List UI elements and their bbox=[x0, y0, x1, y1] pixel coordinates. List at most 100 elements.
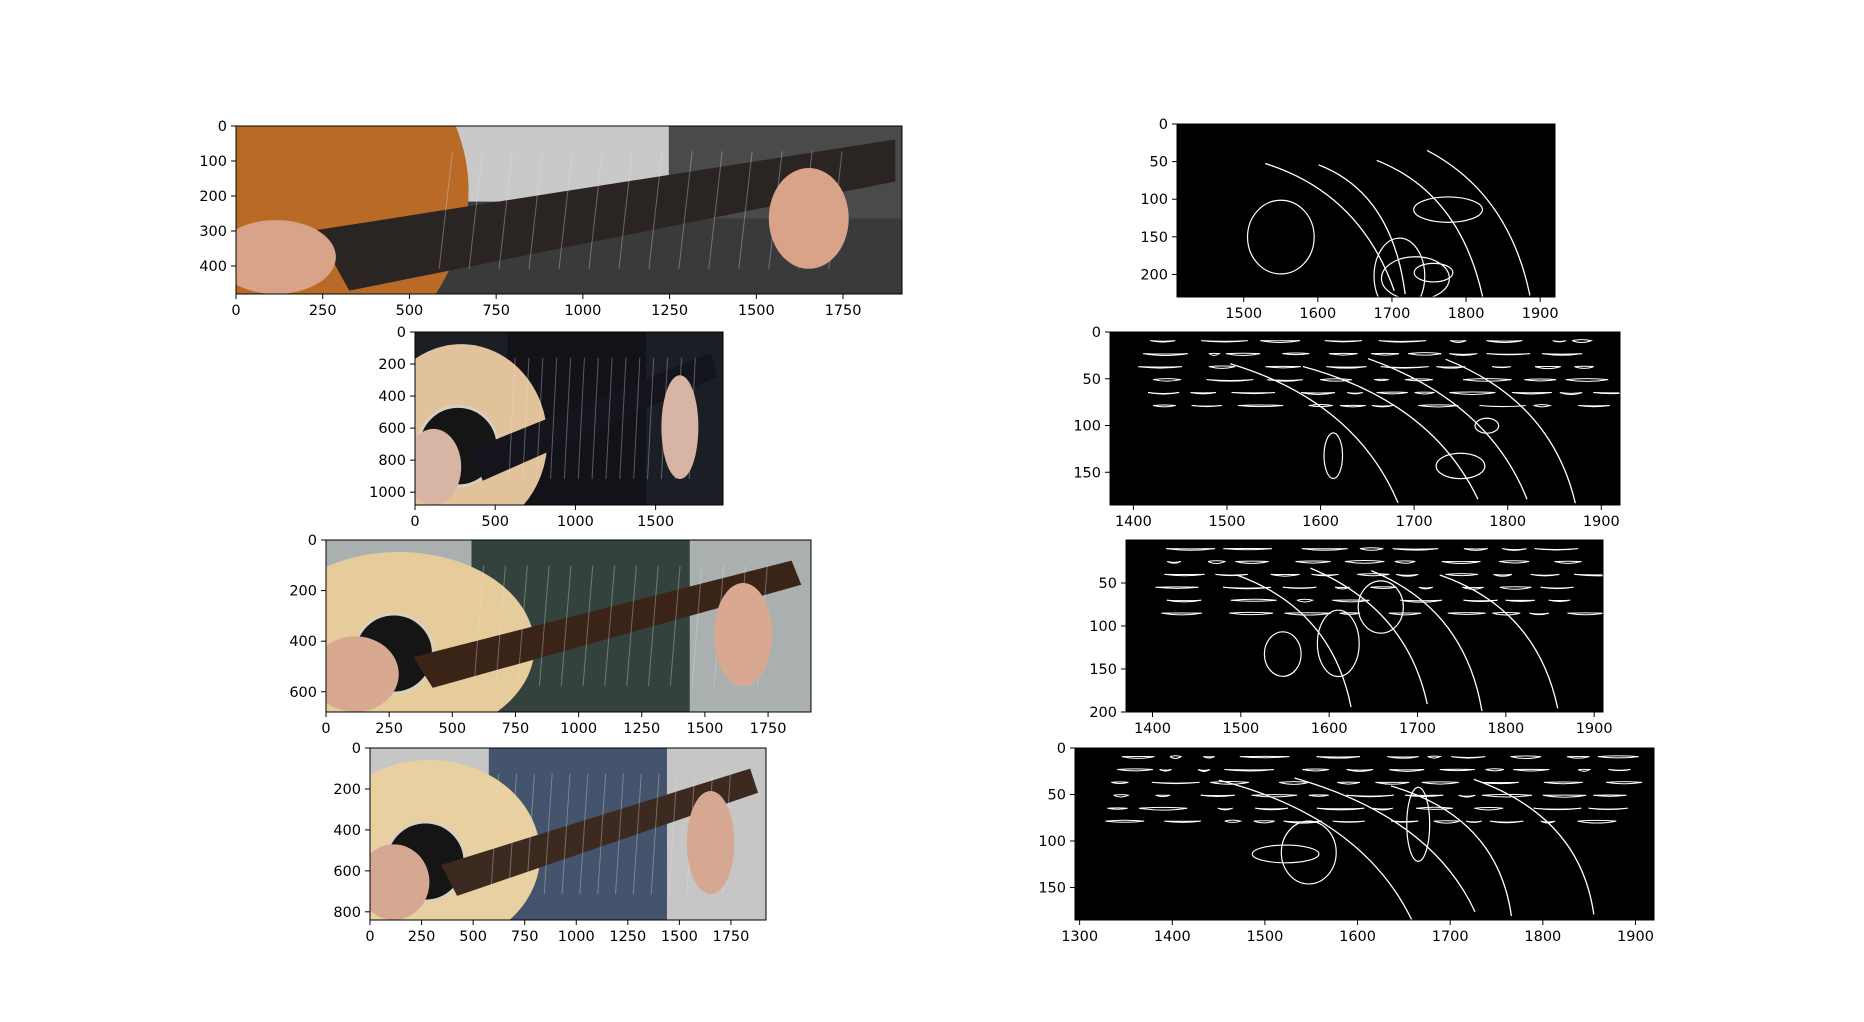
edge-fragment bbox=[1147, 392, 1180, 395]
y-tick-label: 50 bbox=[1083, 372, 1101, 388]
fret-line bbox=[473, 565, 485, 687]
edge-fragment bbox=[1449, 353, 1478, 356]
y-tick-label: 100 bbox=[199, 154, 227, 170]
edge-fragment bbox=[1400, 599, 1442, 603]
fret-line bbox=[708, 151, 723, 269]
edge-fragment bbox=[1155, 586, 1199, 589]
x-tick-label: 1900 bbox=[1617, 929, 1654, 945]
x-tick-label: 750 bbox=[502, 721, 530, 737]
edge-fragment bbox=[1150, 340, 1176, 343]
edge-blob bbox=[1280, 820, 1337, 885]
x-tick-label: 0 bbox=[410, 514, 419, 530]
edge-fragment bbox=[1489, 820, 1524, 824]
edge-fragment bbox=[1142, 353, 1188, 357]
edge-contour bbox=[1426, 149, 1531, 296]
edge-contour bbox=[1218, 779, 1413, 920]
edge-fragment bbox=[1202, 756, 1215, 759]
edge-fragment bbox=[1370, 586, 1397, 589]
edge-fragment bbox=[1346, 392, 1363, 395]
edge-blob bbox=[1413, 196, 1484, 223]
edge-fragment bbox=[1208, 352, 1221, 356]
fretting-hand bbox=[768, 168, 849, 269]
edge-fragment bbox=[1481, 793, 1533, 798]
edge-fragment bbox=[1151, 781, 1200, 785]
edge-fragment bbox=[1543, 781, 1583, 785]
edge-fragment bbox=[1389, 769, 1425, 772]
edge-fragment bbox=[1282, 352, 1310, 356]
fret-line bbox=[490, 773, 500, 895]
x-tick-label: 250 bbox=[408, 929, 436, 945]
image-edges-3 bbox=[1126, 540, 1603, 712]
edge-fragment bbox=[1159, 769, 1172, 772]
edge-fragment bbox=[1567, 612, 1603, 616]
edge-fragment bbox=[1316, 807, 1365, 811]
picking-hand bbox=[370, 844, 430, 920]
edge-fragment bbox=[1282, 586, 1317, 589]
edge-fragment bbox=[1391, 820, 1419, 823]
edge-fragment bbox=[1511, 392, 1552, 395]
y-tick-label: 1000 bbox=[369, 485, 406, 501]
x-tick-label: 500 bbox=[438, 721, 466, 737]
fret-line bbox=[648, 151, 663, 269]
picking-hand bbox=[236, 220, 336, 294]
edge-contour bbox=[1439, 574, 1559, 709]
edge-fragment bbox=[1593, 794, 1627, 797]
edge-blob bbox=[1316, 609, 1360, 678]
fret-line bbox=[615, 773, 624, 895]
x-tick-label: 1000 bbox=[564, 303, 601, 319]
y-tick-label: 150 bbox=[1073, 465, 1101, 481]
y-tick-label: 600 bbox=[333, 864, 361, 880]
fret-line bbox=[543, 773, 553, 895]
fret-line bbox=[561, 773, 571, 895]
edge-fragment bbox=[1117, 768, 1154, 772]
edge-fragment bbox=[1113, 794, 1130, 798]
edge-fragment bbox=[1374, 378, 1389, 382]
edge-fragment bbox=[1311, 573, 1339, 577]
edge-fragment bbox=[1200, 794, 1235, 797]
y-tick-label: 600 bbox=[289, 685, 317, 701]
y-tick-label: 0 bbox=[308, 533, 317, 549]
edge-fragment bbox=[1436, 366, 1466, 369]
fret-line bbox=[517, 565, 528, 687]
edge-fragment bbox=[1577, 768, 1592, 772]
x-tick-label: 1000 bbox=[560, 721, 597, 737]
fret-line bbox=[633, 357, 641, 480]
edge-fragment bbox=[1404, 378, 1433, 382]
edge-fragment bbox=[1447, 612, 1486, 615]
edge-fragment bbox=[1566, 756, 1590, 759]
edge-fragment bbox=[1224, 769, 1274, 772]
edge-fragment bbox=[1105, 819, 1145, 823]
y-tick-label: 200 bbox=[289, 584, 317, 600]
edge-fragment bbox=[1571, 339, 1594, 344]
edge-fragment bbox=[1416, 806, 1454, 810]
axes-frame bbox=[1109, 331, 1621, 506]
edge-blob bbox=[1323, 432, 1344, 480]
x-tick-label: 1900 bbox=[1576, 721, 1613, 737]
edge-fragment bbox=[1235, 560, 1269, 564]
y-tick-label: 800 bbox=[333, 905, 361, 921]
y-tick-label: 150 bbox=[1089, 662, 1117, 678]
fret-line bbox=[647, 357, 655, 480]
edge-fragment bbox=[1414, 391, 1435, 395]
edge-fragment bbox=[1534, 548, 1579, 551]
fret-line bbox=[495, 565, 506, 687]
edge-fragment bbox=[1190, 392, 1217, 395]
edge-fragment bbox=[1427, 755, 1443, 759]
x-tick-label: 1000 bbox=[557, 514, 594, 530]
edge-fragment bbox=[1107, 807, 1128, 810]
y-tick-label: 100 bbox=[1140, 192, 1168, 208]
edge-fragment bbox=[1480, 781, 1519, 785]
fret-line bbox=[508, 773, 518, 895]
y-tick-label: 100 bbox=[1089, 619, 1117, 635]
x-tick-label: 1500 bbox=[661, 929, 698, 945]
x-tick-label: 1700 bbox=[1432, 929, 1469, 945]
edge-contour bbox=[1367, 358, 1528, 500]
edge-fragment bbox=[1230, 598, 1277, 602]
edge-fragment bbox=[1378, 340, 1427, 343]
